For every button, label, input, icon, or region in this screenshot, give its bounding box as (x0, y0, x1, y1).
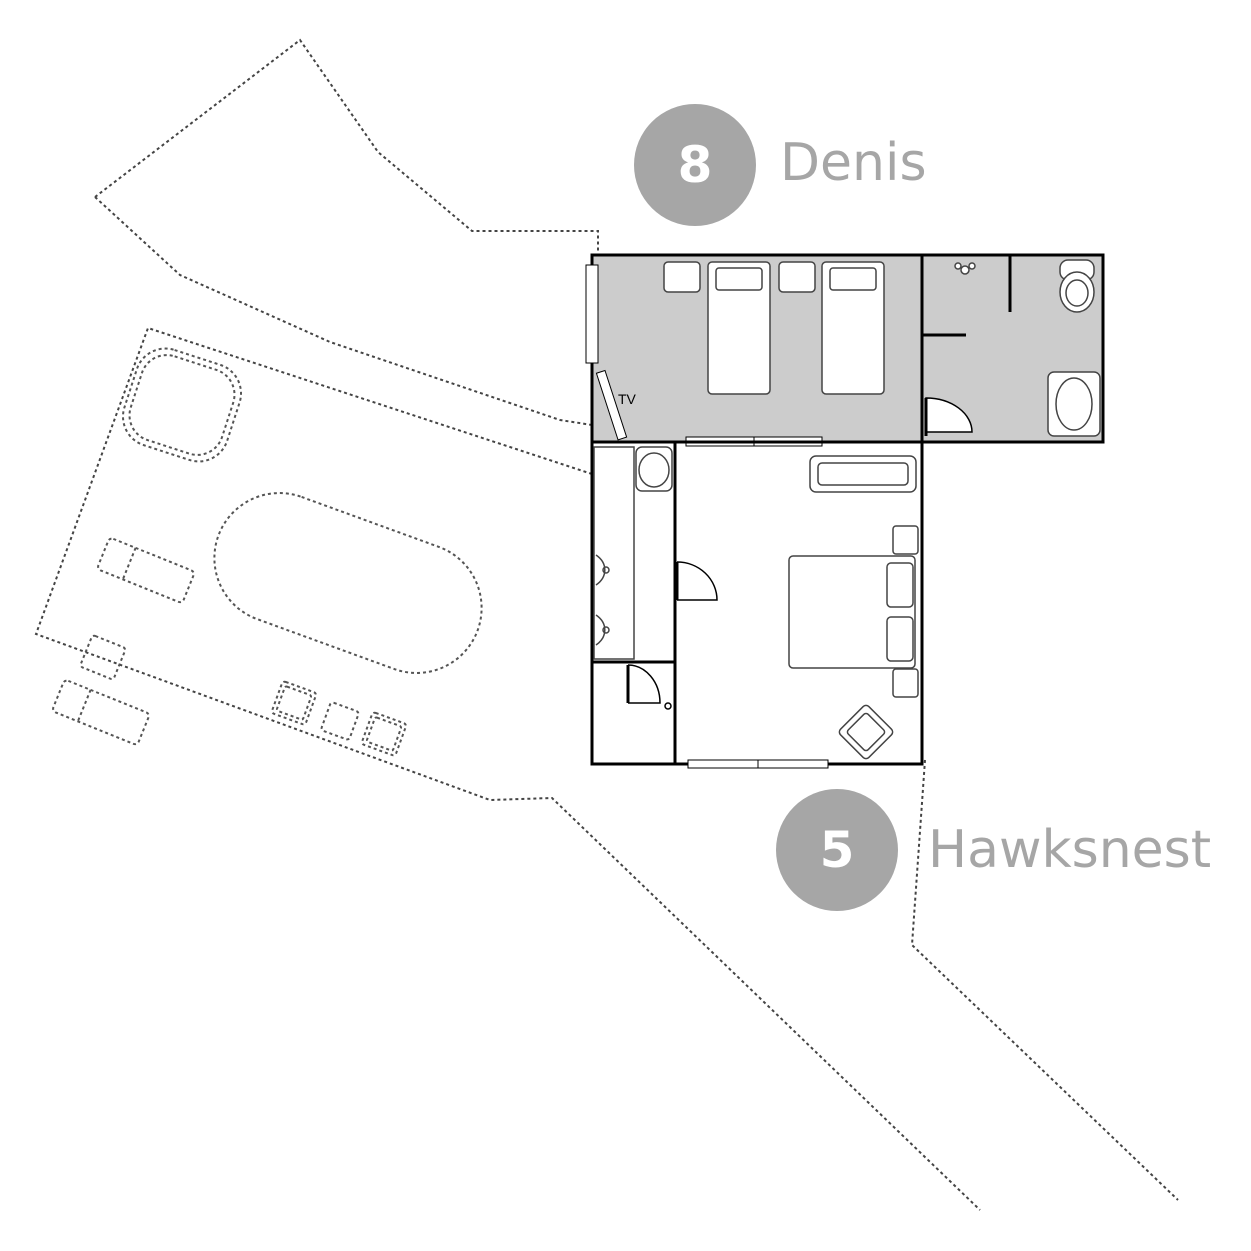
jacuzzi (121, 347, 243, 463)
room-number-badge-8: 8 (634, 104, 756, 226)
sun-lounger-1 (97, 537, 195, 604)
site-boundary (34, 38, 1179, 1211)
room-number-badge-5: 5 (776, 789, 898, 911)
tv-label: TV (618, 391, 636, 407)
chair-2 (320, 701, 360, 741)
sun-lounger-2 (52, 679, 150, 746)
chair-1 (271, 680, 317, 726)
side-table (79, 634, 127, 680)
terrace (52, 347, 483, 757)
tv-unit (595, 369, 628, 441)
room-name-denis: Denis (780, 133, 927, 193)
room-name-hawksnest: Hawksnest (928, 820, 1212, 880)
room-8-denis-plan (585, 253, 1105, 447)
swimming-pool (213, 492, 483, 674)
room-5-hawksnest-plan (590, 440, 924, 769)
chair-3 (361, 711, 407, 757)
